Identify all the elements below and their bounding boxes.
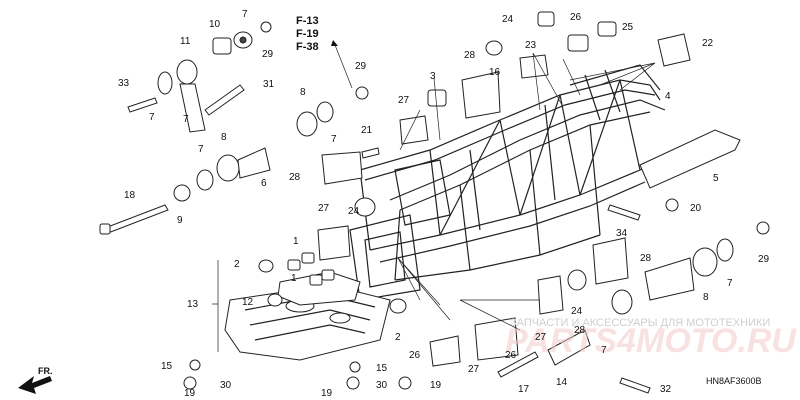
front-direction-marker: FR. <box>18 366 53 394</box>
callout-19[interactable]: 19 <box>430 380 442 391</box>
callout-34[interactable]: 34 <box>616 228 628 239</box>
callout-32[interactable]: 32 <box>660 384 672 395</box>
callout-30[interactable]: 30 <box>220 380 232 391</box>
callout-8[interactable]: 8 <box>703 292 709 303</box>
right-parts <box>389 11 770 394</box>
callout-16[interactable]: 16 <box>489 67 501 78</box>
callout-1[interactable]: 1 <box>293 236 299 247</box>
callout-26[interactable]: 26 <box>570 12 582 23</box>
callout-24[interactable]: 24 <box>571 306 583 317</box>
callout-14[interactable]: 14 <box>556 377 568 388</box>
callout-27[interactable]: 27 <box>535 332 547 343</box>
callout-29[interactable]: 29 <box>355 61 367 72</box>
callout-15[interactable]: 15 <box>161 361 173 372</box>
callout-4[interactable]: 4 <box>665 91 671 102</box>
callout-12[interactable]: 12 <box>242 297 254 308</box>
callout-7[interactable]: 7 <box>198 144 204 155</box>
callout-7[interactable]: 7 <box>727 278 733 289</box>
watermark-logo: PARTS4MOTO.RU <box>505 322 797 360</box>
leader-lines <box>397 52 656 331</box>
callout-28[interactable]: 28 <box>640 253 652 264</box>
diagram-code: HN8AF3600B <box>706 376 762 386</box>
callout-28[interactable]: 28 <box>574 325 586 336</box>
callout-21[interactable]: 21 <box>361 125 373 136</box>
callout-33[interactable]: 33 <box>118 78 130 89</box>
callout-8[interactable]: 8 <box>300 87 306 98</box>
callout-13[interactable]: 13 <box>187 299 199 310</box>
callout-28[interactable]: 28 <box>464 50 476 61</box>
callout-27[interactable]: 27 <box>468 364 480 375</box>
callout-labels: 10 7 29 11 33 31 7 7 8 7 8 7 6 18 9 29 2… <box>118 9 770 399</box>
callout-24[interactable]: 24 <box>348 206 360 217</box>
callout-8[interactable]: 8 <box>221 132 227 143</box>
callout-28[interactable]: 28 <box>289 172 301 183</box>
callout-7[interactable]: 7 <box>149 112 155 123</box>
callout-20[interactable]: 20 <box>690 203 702 214</box>
callout-18[interactable]: 18 <box>124 190 136 201</box>
callout-27[interactable]: 27 <box>318 203 330 214</box>
callout-19[interactable]: 19 <box>321 388 333 399</box>
callout-5[interactable]: 5 <box>713 173 719 184</box>
callout-23[interactable]: 23 <box>525 40 537 51</box>
callout-9[interactable]: 9 <box>177 215 183 226</box>
callout-7[interactable]: 7 <box>183 114 189 125</box>
callout-22[interactable]: 22 <box>702 38 714 49</box>
left-parts <box>99 21 501 261</box>
reference-f13[interactable]: F-13 <box>296 15 319 27</box>
small-parts <box>183 252 412 390</box>
callout-17[interactable]: 17 <box>518 384 530 395</box>
callout-24[interactable]: 24 <box>502 14 514 25</box>
callout-29[interactable]: 29 <box>758 254 770 265</box>
callout-19[interactable]: 19 <box>184 388 196 399</box>
callout-6[interactable]: 6 <box>261 178 267 189</box>
callout-7[interactable]: 7 <box>601 345 607 356</box>
callout-29[interactable]: 29 <box>262 49 274 60</box>
callout-7[interactable]: 7 <box>331 134 337 145</box>
watermark-tagline: ЗАПЧАСТИ И АКСЕССУАРЫ ДЛЯ МОТОТЕХНИКИ <box>510 317 770 329</box>
reference-f38[interactable]: F-38 <box>296 41 319 53</box>
callout-11[interactable]: 11 <box>180 36 191 47</box>
callout-27[interactable]: 27 <box>398 95 410 106</box>
reference-list: F-13 F-19 F-38 <box>296 15 353 89</box>
callout-13-bracket <box>212 260 219 352</box>
callout-7[interactable]: 7 <box>242 9 248 20</box>
callout-31[interactable]: 31 <box>263 79 275 90</box>
callout-3[interactable]: 3 <box>430 71 436 82</box>
frame-assembly <box>349 64 666 301</box>
reference-f19[interactable]: F-19 <box>296 28 319 40</box>
callout-30[interactable]: 30 <box>376 380 388 391</box>
callout-26[interactable]: 26 <box>409 350 421 361</box>
front-direction-label: FR. <box>38 366 53 376</box>
callout-2[interactable]: 2 <box>234 259 240 270</box>
callout-26[interactable]: 26 <box>505 350 517 361</box>
callout-10[interactable]: 10 <box>209 19 221 30</box>
callout-25[interactable]: 25 <box>622 22 634 33</box>
callout-1[interactable]: 1 <box>291 273 297 284</box>
callout-15[interactable]: 15 <box>376 363 388 374</box>
callout-2[interactable]: 2 <box>395 332 401 343</box>
